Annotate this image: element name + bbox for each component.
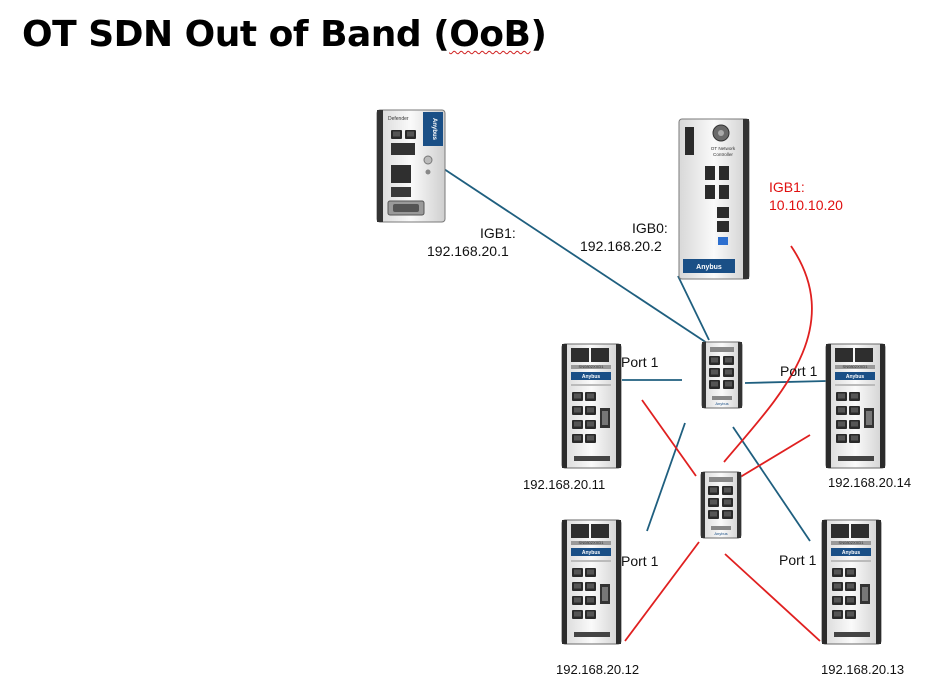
oob-switch: Anybus [701,472,741,538]
link-defender-mgmt-switch [440,166,708,344]
switch-192-168-20-13: SN0802XXD1 Anybus [822,520,881,644]
link-switch-11-oob-switch [641,399,697,477]
switch-12-port-label: Port 1 [621,553,659,569]
controller-mgmt-ip: 192.168.20.2 [580,238,662,254]
switch-brand: Anybus [842,550,861,556]
title-text-1: OT SDN Out of Band ( [22,14,450,55]
management-links [440,166,828,542]
controller-label-line1: OT Network [711,146,736,151]
switch-11-port-label: Port 1 [621,354,659,370]
switch-192-168-20-11: SN0802XXD1 Anybus [562,344,621,468]
defender-ip: 192.168.20.1 [427,243,509,259]
link-controller-mgmt-switch [677,275,710,341]
switch-13-ip: 192.168.20.13 [821,662,905,677]
switch-brand: Anybus [846,374,865,380]
switch-model-label: SN0802XXD1 [579,540,605,545]
link-switch-14-mgmt-switch [744,380,828,384]
switch-14-ip: 192.168.20.14 [828,475,912,490]
link-controller-oob-switch [723,245,813,463]
link-switch-12-oob-switch [624,541,700,642]
switch-192-168-20-12: SN0802XXD1 Anybus [562,520,621,644]
title-text-3: ) [530,14,547,55]
controller-oob-label: IGB1: 10.10.10.20 [769,178,843,214]
link-switch-14-oob-switch [736,434,811,480]
controller-mgmt-interface: IGB0: [632,220,668,236]
link-switch-12-mgmt-switch [646,422,686,532]
switch-model-label: SN0802XXD1 [839,540,865,545]
switch-brand: Anybus [582,374,601,380]
switch-13-port-label: Port 1 [779,552,817,568]
link-switch-13-mgmt-switch [732,426,811,542]
page-title: OT SDN Out of Band (OoB) [22,14,547,55]
switch-brand: Anybus [582,550,601,556]
mgmt-switch: Anybus [702,342,742,408]
controller-device: OT Network Controller Anybus [678,118,750,280]
controller-mgmt-interface-label: IGB0: [632,219,668,237]
defender-ip-label: 192.168.20.1 [427,242,509,260]
mgmt-switch-brand: Anybus [715,401,728,406]
switch-192-168-20-14: SN0802XXD1 Anybus [826,344,885,468]
switch-11-ip: 192.168.20.11 [523,477,606,492]
switch-model-label: SN0802XXD1 [843,364,869,369]
defender-interface-label: IGB1: [480,224,516,242]
switch-model-label: SN0802XXD1 [579,364,605,369]
defender-interface-name: IGB1: [480,225,516,241]
defender-device: Anybus Defender [376,109,446,223]
switch-14-port-label: Port 1 [780,363,818,379]
controller-oob-ip: 10.10.10.20 [769,197,843,213]
switch-12-ip: 192.168.20.12 [556,662,640,677]
controller-label-line2: Controller [713,152,733,157]
title-text-oob: OoB [449,14,531,55]
defender-name-label: Defender [388,116,409,122]
controller-mgmt-ip-label: 192.168.20.2 [580,237,662,255]
controller-oob-interface: IGB1: [769,179,805,195]
link-switch-13-oob-switch [724,553,821,642]
oob-switch-brand: Anybus [714,531,727,536]
oob-links [624,245,821,642]
defender-brand: Anybus [431,118,437,141]
controller-brand: Anybus [696,264,722,271]
